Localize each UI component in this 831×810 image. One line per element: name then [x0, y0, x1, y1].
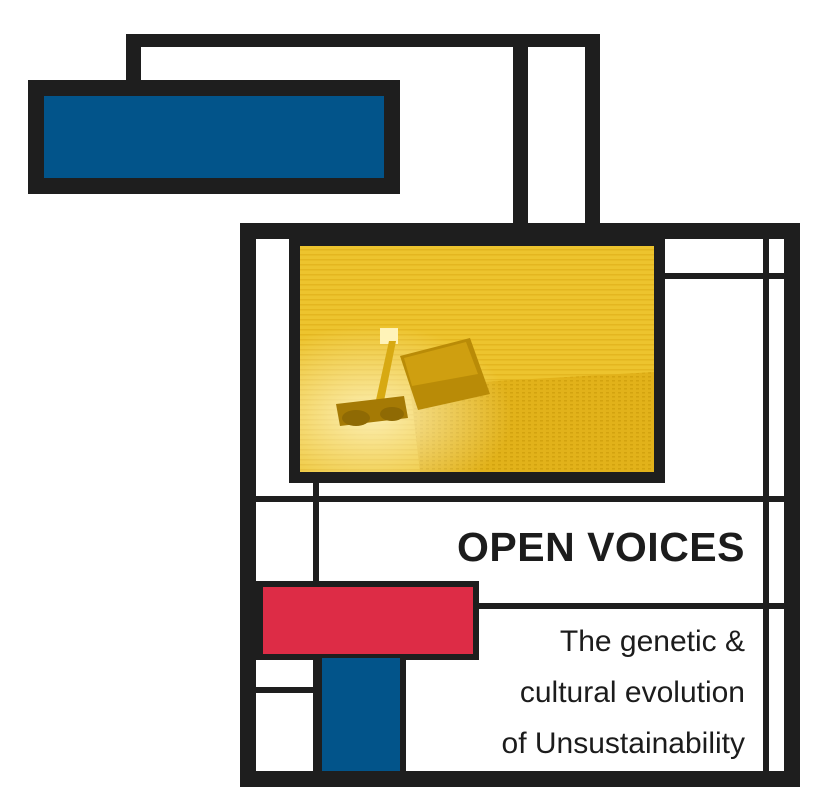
harvester-shape — [336, 328, 490, 426]
page-title: OPEN VOICES — [456, 524, 745, 570]
subtitle-line-2: cultural evolution — [519, 676, 745, 709]
grid-horizontal-lower — [476, 603, 784, 609]
connector-right-line — [585, 34, 600, 230]
connector-left-line — [513, 34, 528, 230]
lower-blue-block — [322, 658, 400, 771]
grid-horizontal-upper — [654, 273, 784, 279]
top-blue-block — [44, 96, 384, 178]
subtitle-line-1: The genetic & — [559, 625, 745, 658]
grid-vertical-right — [763, 239, 769, 771]
red-block — [263, 587, 473, 654]
left-drop-line — [126, 34, 141, 84]
subtitle: The genetic & cultural evolution of Unsu… — [480, 616, 745, 769]
harvester-photo — [300, 246, 654, 472]
grid-horizontal-bottom — [256, 687, 318, 693]
subtitle-line-3: of Unsustainability — [501, 727, 745, 760]
grid-horizontal-middle — [256, 496, 784, 502]
top-bar-line — [126, 34, 600, 47]
